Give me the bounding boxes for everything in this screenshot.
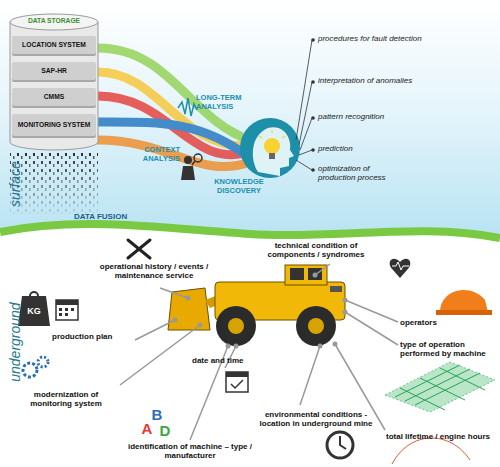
ground-line [0, 224, 500, 238]
factor-label: type of operation performed by machine [400, 340, 495, 358]
system-name: LOCATION SYSTEM [12, 36, 96, 54]
storage-cylinder: DATA STORAGE LOCATION SYSTEM SAP-HR CMMS MON… [8, 6, 100, 152]
icon-letters: A [140, 420, 154, 437]
head-icon [240, 118, 300, 178]
result-dots [311, 38, 315, 172]
leader-dots [173, 273, 348, 349]
storage-band: CMMS [12, 88, 96, 106]
factor-label: date and time [192, 356, 262, 365]
result-item: pattern recognition [318, 112, 458, 121]
date-calendar-icon [226, 372, 248, 392]
mine-grid [385, 362, 495, 412]
binary-rain [10, 152, 98, 214]
result-item: prediction [318, 144, 458, 153]
storage-band: SAP-HR [12, 62, 96, 80]
plan-calendar-icon [56, 300, 78, 320]
result-item: interpretation of anomalies [318, 76, 458, 85]
surface-ground [0, 0, 500, 238]
factor-label: total lifetime / engine hours [384, 432, 492, 441]
analysis-label: LONG-TERM ANALYSIS [196, 94, 260, 111]
storage-band: LOCATION SYSTEM [12, 36, 96, 54]
factor-label: operational history / events / maintenan… [92, 262, 216, 280]
loader-machine [168, 265, 345, 346]
system-name: SAP-HR [12, 62, 96, 80]
factor-label: production plan [52, 332, 142, 341]
weight-handle [30, 292, 38, 296]
factor-label: modernization of monitoring system [12, 390, 120, 408]
factor-label: environmental conditions - location in u… [250, 410, 382, 428]
icon-letters: KG [22, 306, 46, 316]
heart-icon [390, 259, 411, 278]
storage-title: DATA STORAGE [8, 17, 100, 25]
factor-label: operators [400, 318, 460, 327]
icon-letters: D [158, 422, 172, 439]
analysis-label: CONTEXT ANALYSIS [124, 146, 180, 163]
result-leaders [296, 40, 312, 170]
gears-icon [23, 357, 48, 377]
clock-icon [327, 432, 353, 458]
machine-leaders [120, 264, 398, 440]
analysis-label: KNOWLEDGE DISCOVERY [204, 178, 274, 195]
system-name: CMMS [12, 88, 96, 106]
system-name: MONITORING SYSTEM [12, 114, 96, 136]
result-item: procedures for fault detection [318, 34, 458, 43]
analyst-icon [181, 154, 202, 180]
tools-icon [128, 240, 150, 258]
region-label: surface [7, 144, 23, 224]
storage-band: MONITORING SYSTEM [12, 114, 96, 136]
helmet-icon [436, 290, 492, 315]
waveform-icon [178, 98, 197, 116]
region-label: underground [7, 292, 23, 392]
pulse-line [392, 262, 409, 270]
factor-label: identification of machine – type / manuf… [112, 442, 268, 460]
lifetime-curve [392, 438, 470, 464]
factor-label: technical condition of components / synd… [250, 241, 382, 259]
fusion-label: DATA FUSION [74, 212, 154, 221]
result-item: optimization of production process [318, 164, 408, 182]
